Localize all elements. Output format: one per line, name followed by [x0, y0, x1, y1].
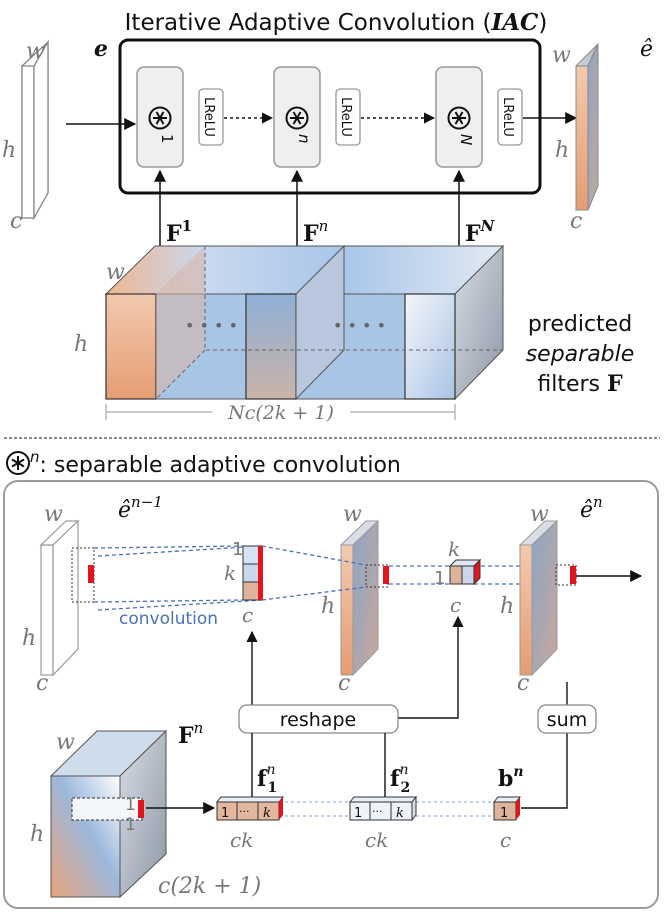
lrelu-box-N: [497, 88, 523, 146]
lrelu-label-N: LReLU: [500, 97, 515, 137]
iac-title: Iterative Adaptive Convolution (IAC): [125, 9, 548, 36]
vector-f1: [215, 796, 285, 821]
e-next-c-label: c: [517, 671, 529, 696]
vector-bn: [492, 796, 522, 821]
filter-block-F: [104, 244, 505, 401]
block-dots-right: • • • •: [333, 316, 386, 335]
input-e-label: e: [94, 36, 108, 62]
lrelu-label-1: LReLU: [201, 97, 216, 137]
conv-symbol-N-icon: N: [447, 106, 475, 145]
svg-text:N: N: [457, 134, 475, 145]
kernel-c-label: c: [242, 603, 253, 627]
lrelu-box-1: [198, 88, 224, 146]
conv-symbol-1-icon: 1: [148, 106, 176, 144]
kernel-k-label: k: [224, 561, 236, 585]
heading-conv-icon: [6, 451, 30, 475]
feature-intermediate: [339, 519, 380, 677]
conv-lines-right: [261, 545, 556, 601]
f2-cell-dots: ···: [372, 805, 383, 818]
output-c-label: c: [570, 209, 582, 234]
conv-symbol-n-icon: n: [285, 106, 313, 144]
Fn-size-label: c(2k + 1): [158, 874, 261, 899]
vector-guides: [279, 801, 494, 817]
reshape-label: reshape: [280, 709, 356, 731]
block-h-label: h: [74, 332, 88, 357]
bn-cell-one: 1: [500, 806, 508, 821]
reshape-arrow-right: [398, 615, 464, 719]
iac-frame: [118, 38, 542, 195]
Fn-label: Fn: [178, 719, 203, 749]
f1-cell-dots: ···: [239, 805, 250, 818]
row-k-label: k: [448, 537, 460, 561]
input-c-label: c: [10, 209, 22, 234]
e-prev-h-label: h: [22, 626, 36, 651]
section-heading: n: separable adaptive convolution: [30, 448, 401, 478]
sum-box: [537, 704, 597, 734]
input-h-label: h: [2, 138, 16, 163]
output-w-label: w: [552, 43, 571, 68]
mid-h-label: h: [321, 594, 335, 619]
kernel-row: [448, 558, 482, 586]
filter-label-1: F1: [166, 217, 192, 247]
feature-e-next: [518, 519, 559, 677]
input-w-label: w: [26, 39, 45, 64]
reshape-box: [238, 704, 399, 734]
block-dots-left: • • • •: [185, 316, 238, 335]
vector-f2: [348, 795, 418, 822]
Fn-one-top: 1: [125, 795, 136, 815]
conv-lines-left: [93, 545, 263, 611]
mid-w-label: w: [343, 502, 362, 527]
f2-cell-k: k: [396, 806, 404, 821]
e-prev-w-label: w: [44, 502, 63, 527]
e-next-label: ên: [580, 493, 603, 523]
kernel-column: [242, 545, 263, 601]
output-feature-e-hat: [575, 42, 599, 212]
dimension-label: Nc(2k + 1): [227, 402, 334, 424]
filter-label-n: Fn: [303, 217, 328, 247]
e-next-red-cell: [570, 566, 576, 584]
svg-text:1: 1: [158, 134, 176, 144]
e-prev-c-label: c: [36, 671, 48, 696]
e-prev-label: ên−1: [118, 493, 163, 523]
Fn-red-cell: [138, 800, 144, 818]
predicted-label: predicted: [528, 312, 632, 337]
e-next-h-label: h: [500, 594, 514, 619]
bn-c-label: c: [500, 828, 511, 852]
f1-ck-label: ck: [230, 828, 253, 852]
Fn-one-bottom: 1: [125, 815, 136, 835]
kernel-one-label: 1: [232, 539, 243, 560]
e-prev-red-cell: [88, 565, 94, 583]
mid-red-cell: [383, 566, 389, 584]
output-e-hat-label: ê: [640, 37, 653, 62]
convolution-label: convolution: [119, 609, 218, 629]
bn-label: bn: [498, 764, 524, 792]
input-feature-e: [21, 39, 49, 221]
bn-to-sum: [521, 733, 568, 809]
mid-c-label: c: [338, 671, 350, 696]
f2-cell-one: 1: [354, 806, 362, 821]
filter-label-N: FN: [465, 217, 496, 247]
lrelu-box-n: [335, 88, 361, 146]
sum-label: sum: [547, 709, 587, 731]
row-one-label: 1: [434, 568, 445, 589]
f1-cell-k: k: [263, 806, 271, 821]
filters-label: filters F: [537, 371, 623, 397]
Fn-w-label: w: [56, 730, 75, 755]
output-h-label: h: [555, 138, 569, 163]
f2-ck-label: ck: [365, 828, 388, 852]
f1-cell-one: 1: [221, 806, 229, 821]
dimension-bar: [105, 404, 456, 420]
Fn-h-label: h: [30, 822, 44, 847]
row-c-label: c: [450, 593, 461, 617]
e-next-w-label: w: [530, 502, 549, 527]
separable-label: separable: [526, 342, 635, 367]
block-w-label: w: [106, 260, 125, 285]
lrelu-label-n: LReLU: [338, 97, 353, 137]
svg-text:n: n: [295, 134, 313, 144]
